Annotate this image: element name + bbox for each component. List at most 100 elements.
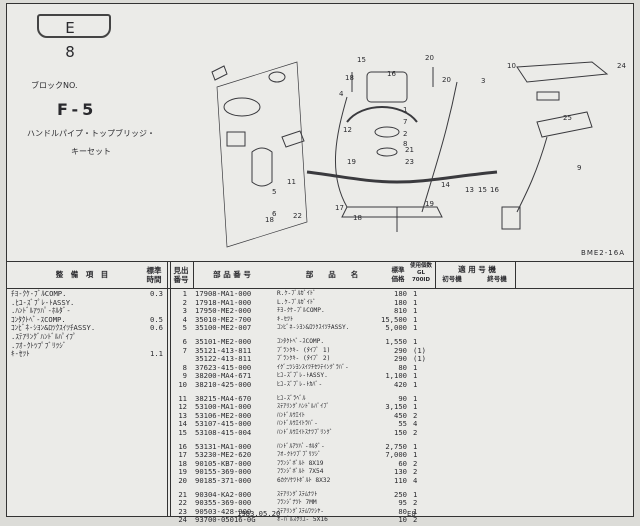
- block-number-value: F-5: [57, 100, 98, 119]
- block-title-line2: キーセット: [71, 147, 111, 156]
- callout: 12: [343, 126, 352, 134]
- choke-cable: [335, 96, 348, 208]
- header-ref-no: 見出番号: [173, 266, 189, 284]
- header-applicable: 適 用 号 機: [458, 265, 496, 274]
- part-number: 90503-428-900: [195, 506, 252, 516]
- part-name: ｷ-ｾﾂﾄ: [277, 315, 294, 323]
- price: 1,550: [385, 337, 407, 346]
- quantity: (1): [413, 354, 426, 364]
- keyset-frame: [216, 61, 308, 248]
- price: 95: [398, 498, 407, 508]
- diagram-code: BME2-16A: [581, 249, 625, 257]
- part-name: ｽﾃｱﾘﾝｸﾞｽﾃﾑﾜﾂｼﾔ-: [277, 507, 325, 515]
- part-name: ﾊﾝﾄﾞﾙｱﾂﾊﾟ-ﾎﾙﾀﾞ-: [277, 442, 325, 450]
- column-divider: [193, 262, 194, 288]
- price: 90: [398, 393, 407, 403]
- part-number: 38215-MA4-670: [195, 393, 252, 403]
- callout: 19: [347, 158, 356, 166]
- fork-top-bridge: [341, 206, 443, 218]
- quantity: 1: [413, 289, 418, 298]
- callout: 15: [357, 56, 366, 64]
- quantity: 1: [413, 306, 418, 316]
- part-name: ｽﾃｱﾘﾝｸﾞﾊﾝﾄﾞﾙﾊﾟｲﾌﾟ: [277, 403, 330, 411]
- ref-number: 6: [182, 337, 187, 346]
- fuse-plate-cover: [516, 61, 609, 83]
- part-number: 35121-413-811: [195, 345, 252, 355]
- callout: 20: [425, 54, 434, 62]
- price: 5,000: [385, 323, 407, 333]
- price: 2,750: [385, 441, 407, 451]
- part-number: 53106-ME2-000: [195, 410, 252, 420]
- part-number: 90185-371-000: [195, 476, 252, 485]
- quantity: 1: [413, 450, 418, 460]
- handlebar-rise: [346, 106, 418, 123]
- exploded-parts-diagram: 15 20 18 16 20 3 4 12 1 7 2 8 21 23 10 2…: [211, 54, 626, 248]
- part-number: 53131-MA1-000: [195, 441, 252, 451]
- part-name: ｺﾝﾀｸﾄﾍﾞ-ｽCOMP.: [277, 338, 325, 345]
- callout: 7: [403, 118, 407, 126]
- header-std-time: 標準時間: [146, 266, 162, 284]
- service-item-name: ｺﾝﾋﾞﾈ-ｼﾖﾝ&ﾛﾂｸｽｲﾂﾁASSY.: [11, 323, 96, 333]
- price: 180: [394, 297, 407, 307]
- service-item-name: .ﾋﾕ-ｽﾞﾌﾟﾚ-ﾄASSY.: [11, 297, 75, 307]
- ref-number: 4: [182, 314, 187, 324]
- quantity: 1: [413, 297, 418, 307]
- quantity: 4: [413, 419, 418, 429]
- service-item-row: .ｽﾃｱﾘﾝｸﾞﾊﾝﾄﾞﾙﾊﾟｲﾌﾟ: [11, 332, 165, 342]
- callout: 3: [481, 77, 485, 85]
- part-number: 53108-415-004: [195, 428, 252, 437]
- quantity: 1: [413, 506, 418, 516]
- ignition-cover: [223, 97, 261, 117]
- part-number: 90355-369-000: [195, 498, 252, 508]
- part-number: 35101-ME2-000: [195, 337, 252, 346]
- service-item-time: 0.6: [150, 323, 163, 333]
- part-name: ﾋﾕ-ｽﾞﾗﾍﾞﾙ: [277, 394, 306, 402]
- ref-number: 1: [182, 289, 187, 298]
- footer-code: E8: [407, 509, 416, 518]
- part-name: ﾌﾞﾗﾝｸｷ- (ﾀｲﾌﾟ 2): [277, 355, 331, 363]
- column-divider: [170, 262, 171, 517]
- price: 80: [398, 506, 407, 516]
- part-name: ﾋﾕ-ｽﾞﾌﾟﾚ-ﾄｶﾊﾞ-: [277, 381, 323, 388]
- stem-washer: [376, 147, 398, 157]
- quantity: 1: [413, 362, 418, 372]
- callout: 19: [425, 200, 434, 208]
- quantity: (1): [413, 345, 426, 355]
- header-first-no: 初号機: [442, 275, 462, 283]
- quantity: 1: [413, 380, 418, 389]
- part-number: 38210-425-000: [195, 380, 252, 389]
- price: 450: [394, 410, 407, 420]
- key-icon: [281, 130, 305, 148]
- callout: 1: [403, 106, 407, 114]
- service-item-row: ｺﾝﾀｸﾄﾍﾞ-ｽCOMP.0.5: [11, 315, 165, 325]
- quantity: 4: [413, 476, 418, 485]
- price: 110: [394, 476, 407, 485]
- callout: 24: [617, 62, 626, 70]
- column-divider: [515, 262, 516, 288]
- part-name: ﾌﾗﾝｼﾞﾎﾞﾙﾄ 7X54: [277, 468, 324, 476]
- part-number: 90155-369-000: [195, 467, 252, 477]
- part-name: ﾊﾝﾄﾞﾙｳｴｲﾄﾗﾊﾞ-: [277, 420, 318, 428]
- fuse-wire: [516, 136, 548, 213]
- quantity: 1: [413, 402, 418, 412]
- quantity: 1: [413, 323, 418, 333]
- part-number: 35122-413-811: [195, 354, 252, 364]
- callout: 18: [353, 214, 362, 222]
- part-name: ｵ-ﾊﾞﾙｽｸﾘﾕ- 5X16: [277, 516, 328, 524]
- choke-cable: [421, 81, 458, 213]
- header-qty-sub: 700ID: [411, 277, 431, 283]
- ref-number: 3: [182, 306, 187, 316]
- callout: 9: [577, 164, 581, 172]
- part-name: ｺﾝﾋﾞﾈ-ｼﾖﾝ&ﾛﾂｸｽｲﾂﾁASSY.: [277, 324, 350, 332]
- part-name: ﾌﾗﾝｼﾞﾎﾞﾙﾄ 8X19: [277, 459, 324, 467]
- ref-number: 17: [178, 450, 187, 460]
